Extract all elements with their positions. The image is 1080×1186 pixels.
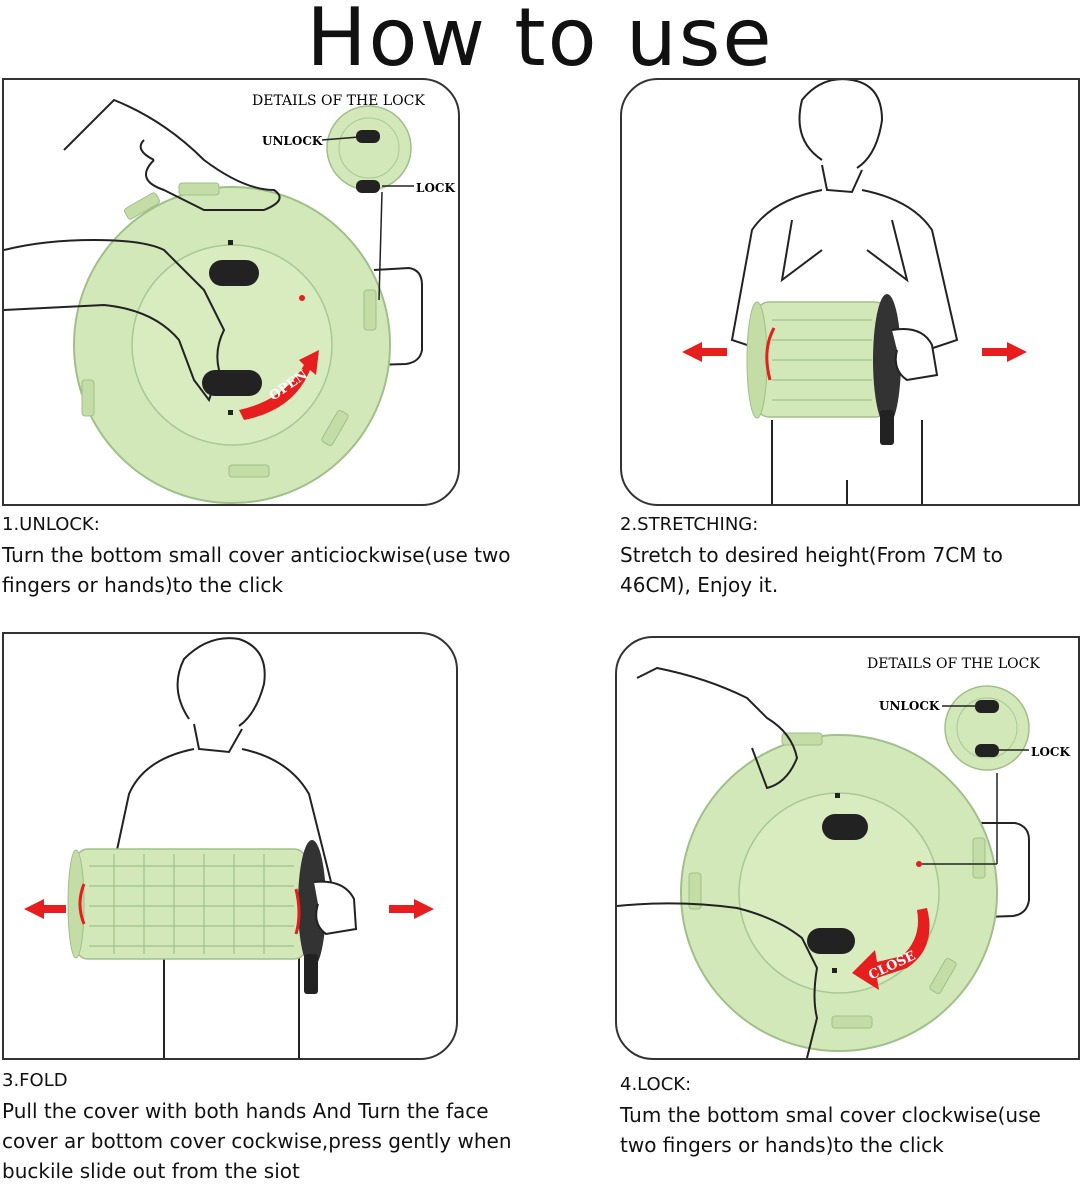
arrow-left-icon — [682, 342, 727, 362]
step-text: Stretch to desired height(From 7CM to 46… — [620, 543, 1003, 597]
panel-fold — [2, 632, 458, 1060]
lock-slot — [807, 928, 855, 954]
panel-stretching — [620, 78, 1080, 506]
step-text: Turn the bottom small cover anticiockwis… — [2, 543, 511, 597]
step-text: Pull the cover with both hands And Turn … — [2, 1099, 512, 1183]
unlock-illustration: OPEN DETAILS OF THE LOCK UNLOCK LOCK — [4, 93, 455, 504]
unlock-label: UNLOCK — [879, 699, 940, 713]
lock-label: LOCK — [416, 181, 455, 195]
arrow-right-icon — [982, 342, 1027, 362]
step-heading: 3.FOLD — [2, 1070, 68, 1091]
stretching-illustration — [682, 80, 1027, 504]
arrow-right-icon — [389, 899, 434, 919]
details-of-lock-label: DETAILS OF THE LOCK — [252, 93, 425, 109]
lock-detail-inset — [944, 685, 1030, 771]
panel-lock: CLOSE DETAILS OF THE LOCK UNLOCK LOCK — [615, 636, 1080, 1060]
fold-illustration — [24, 637, 434, 1058]
step-heading: 2.STRETCHING: — [620, 514, 759, 535]
lock-label: LOCK — [1031, 745, 1070, 759]
details-of-lock-label: DETAILS OF THE LOCK — [867, 656, 1040, 672]
lock-illustration: CLOSE DETAILS OF THE LOCK UNLOCK LOCK — [617, 656, 1070, 1058]
caption-fold: 3.FOLD Pull the cover with both hands An… — [2, 1066, 522, 1186]
panel-unlock: OPEN DETAILS OF THE LOCK UNLOCK LOCK — [2, 78, 460, 506]
open-arrow-icon — [239, 350, 319, 420]
step-text: Tum the bottom smal cover clockwise(use … — [620, 1103, 1041, 1157]
lock-detail-inset — [326, 105, 412, 191]
unlock-slot — [822, 814, 868, 840]
page-title: How to use — [306, 0, 774, 84]
caption-stretching: 2.STRETCHING: Stretch to desired height(… — [620, 510, 1080, 600]
step-heading: 4.LOCK: — [620, 1074, 692, 1095]
unlock-slot — [209, 260, 259, 286]
arrow-left-icon — [24, 899, 66, 919]
step-heading: 1.UNLOCK: — [2, 514, 100, 535]
close-arrow-icon — [852, 908, 930, 990]
caption-lock: 4.LOCK: Tum the bottom smal cover clockw… — [620, 1070, 1080, 1160]
caption-unlock: 1.UNLOCK: Turn the bottom small cover an… — [2, 510, 522, 600]
unlock-label: UNLOCK — [262, 134, 323, 148]
